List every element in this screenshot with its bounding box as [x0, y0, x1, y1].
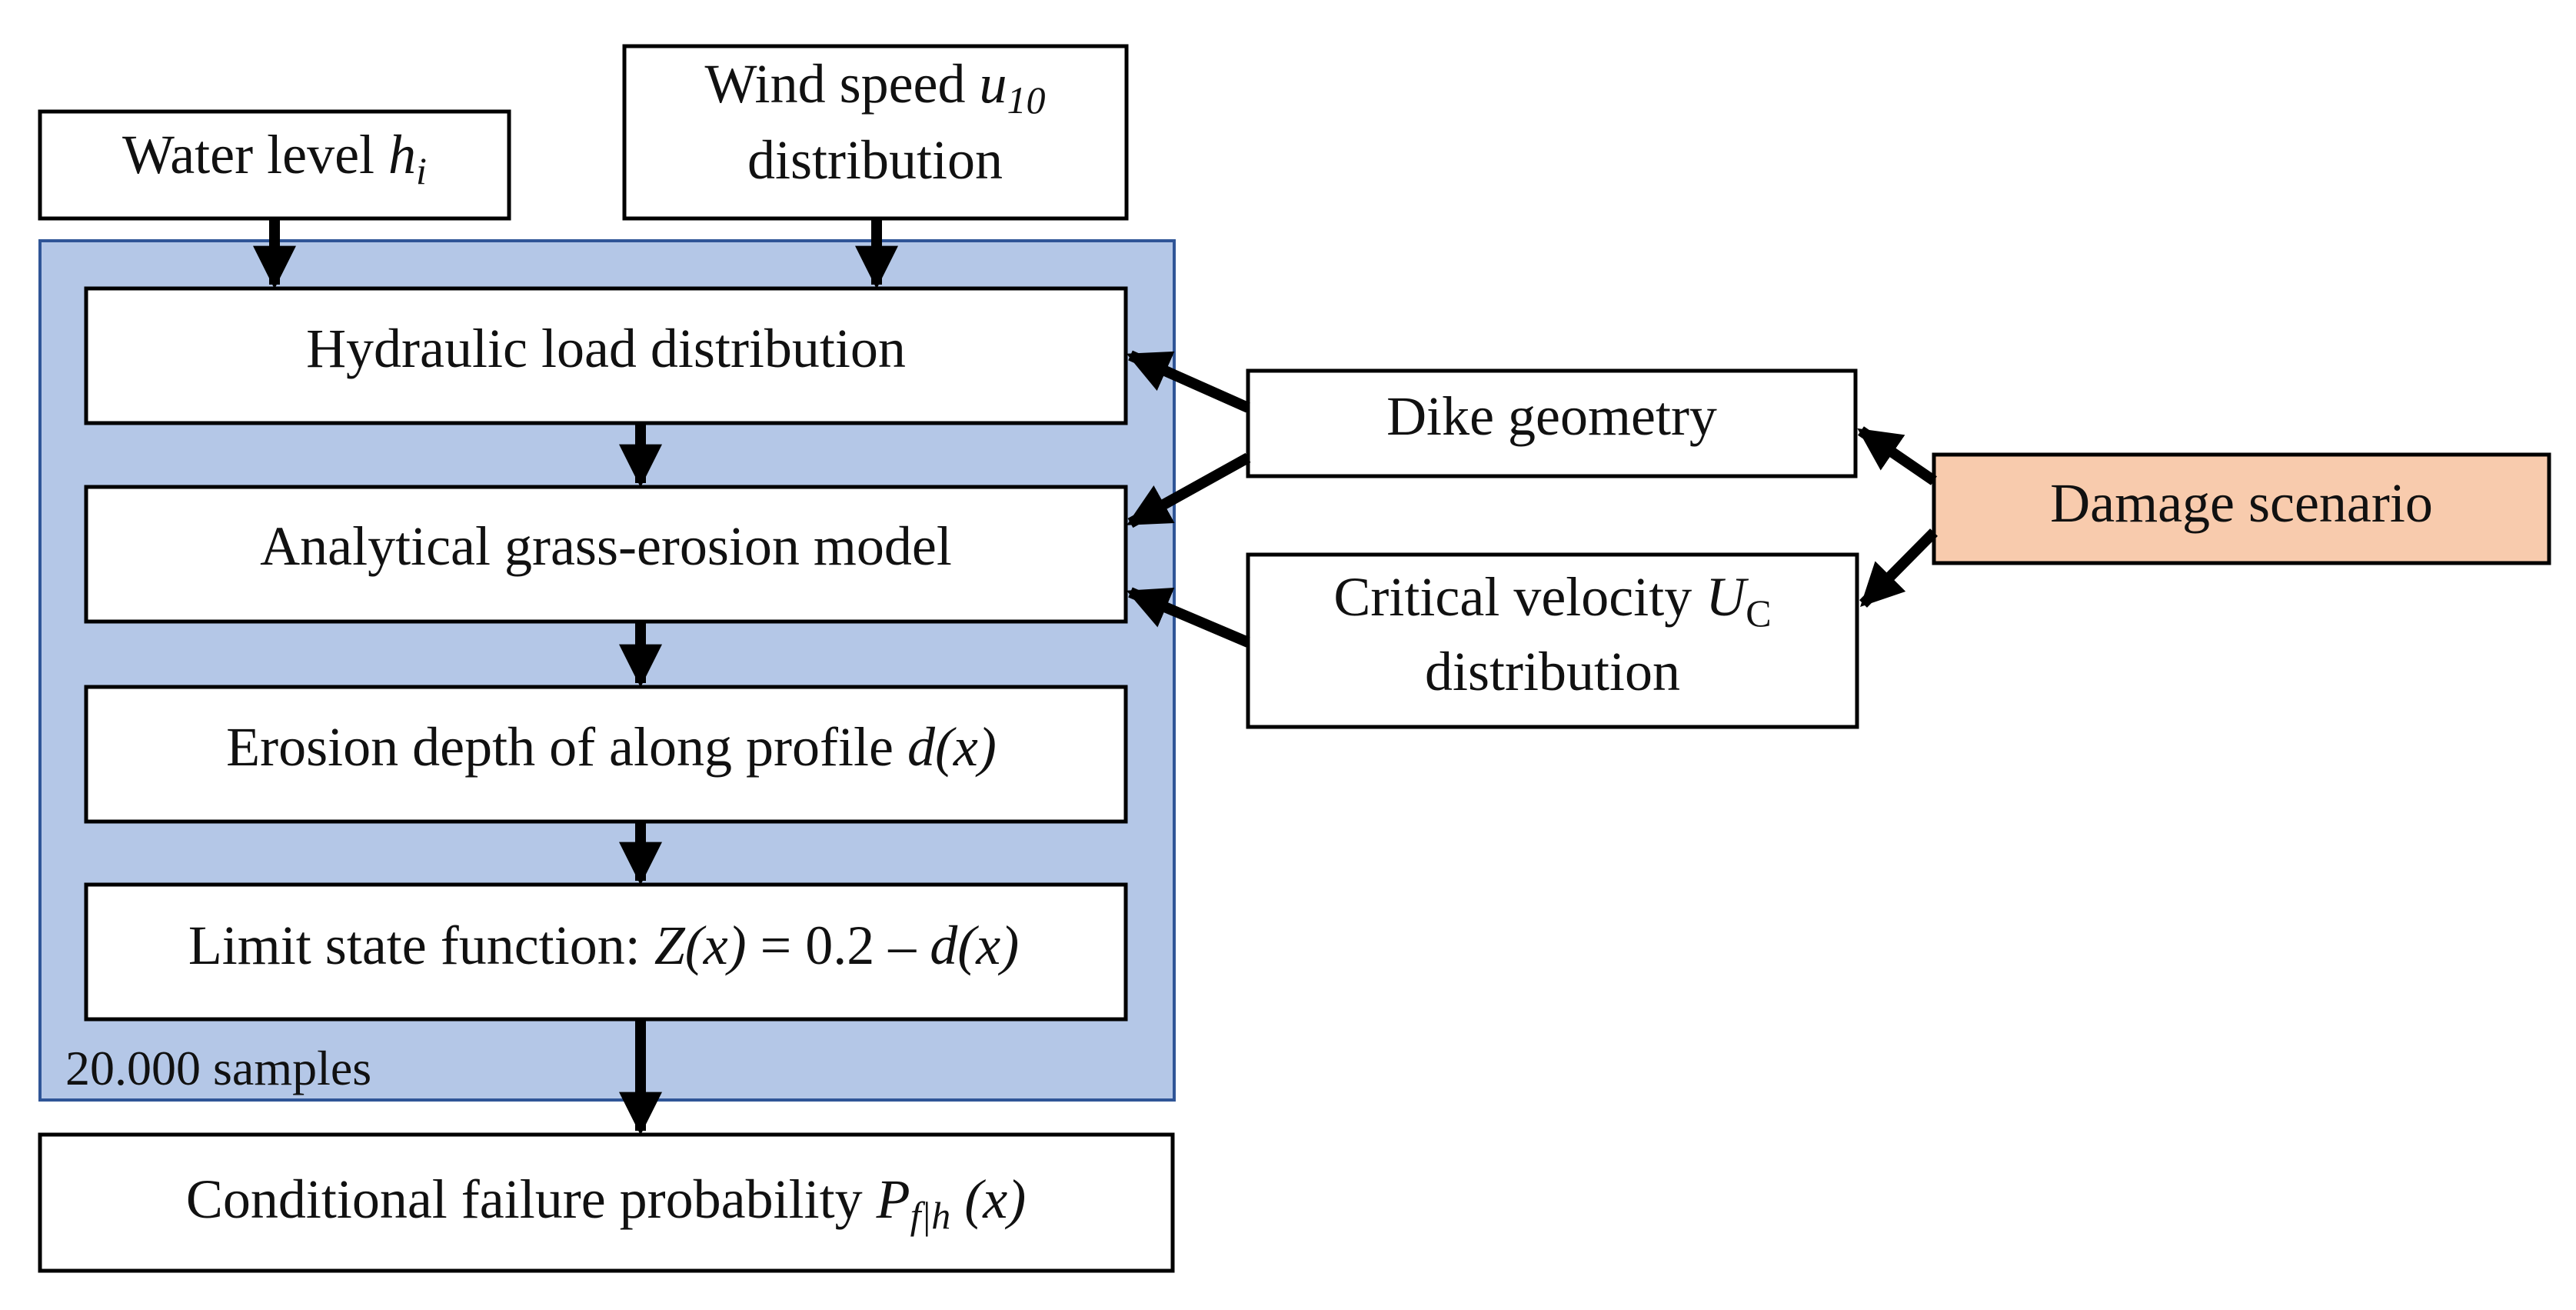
water-level-subscript: i	[416, 149, 427, 192]
failure-probability-symbol: P	[876, 1168, 910, 1230]
svg-text:Limit state function: Z(x) = 0: Limit state function: Z(x) = 0.2 – d(x)	[188, 915, 1019, 976]
critical-velocity-box: Critical velocity UC distribution	[1246, 552, 1859, 729]
water-level-symbol: h	[388, 124, 416, 185]
damage-scenario-box: Damage scenario	[1932, 452, 2551, 565]
svg-text:Critical velocity UC: Critical velocity UC	[1333, 566, 1771, 635]
limit-state-eq: = 0.2 –	[747, 915, 930, 976]
wind-speed-box: Wind speed u10 distribution	[622, 44, 1129, 221]
hydraulic-load-label: Hydraulic load distribution	[306, 318, 906, 379]
dike-geometry-box: Dike geometry	[1246, 368, 1858, 478]
wind-speed-symbol: u	[980, 53, 1007, 115]
erosion-depth-math: d(x)	[907, 716, 997, 778]
erosion-depth-label: Erosion depth of along profile	[226, 716, 907, 778]
failure-probability-label: Conditional failure probability	[186, 1168, 877, 1230]
damage-scenario-label: Damage scenario	[2050, 472, 2433, 534]
arrow-damage-to-dike	[1857, 426, 1937, 485]
limit-state-rhs: d(x)	[930, 915, 1019, 976]
failure-probability-arg: (x)	[950, 1168, 1026, 1230]
critical-velocity-subscript: C	[1746, 592, 1771, 635]
svg-text:Wind speed u10: Wind speed u10	[704, 53, 1045, 122]
wind-speed-line2: distribution	[747, 129, 1003, 191]
svg-text:Conditional failure probabilit: Conditional failure probability Pf|h (x)	[186, 1168, 1026, 1237]
critical-velocity-symbol: U	[1706, 566, 1749, 628]
failure-probability-box: Conditional failure probability Pf|h (x)	[38, 1132, 1175, 1273]
erosion-model-box: Analytical grass-erosion model	[84, 485, 1128, 624]
water-level-label: Water level	[122, 124, 388, 185]
limit-state-box: Limit state function: Z(x) = 0.2 – d(x)	[84, 882, 1128, 1022]
svg-text:Water level hi: Water level hi	[122, 124, 427, 192]
critical-velocity-line2: distribution	[1425, 641, 1680, 702]
hydraulic-load-box: Hydraulic load distribution	[84, 286, 1128, 425]
svg-text:Erosion depth of along profile: Erosion depth of along profile d(x)	[226, 716, 997, 778]
dike-geometry-label: Dike geometry	[1386, 385, 1717, 447]
water-level-box: Water level hi	[38, 109, 511, 221]
failure-probability-subscript: f|h	[910, 1194, 951, 1237]
arrow-dike-to-hydraulic	[1126, 350, 1250, 413]
wind-speed-subscript: 10	[1007, 78, 1046, 122]
critical-velocity-label: Critical velocity	[1333, 566, 1706, 628]
wind-speed-label: Wind speed	[704, 53, 979, 115]
arrow-dike-to-model	[1127, 452, 1251, 528]
limit-state-lhs: Z(x)	[654, 915, 747, 976]
samples-label: 20.000 samples	[65, 1041, 371, 1095]
limit-state-label: Limit state function:	[188, 915, 654, 976]
erosion-model-label: Analytical grass-erosion model	[260, 515, 952, 577]
arrow-damage-to-critical	[1859, 528, 1938, 608]
arrow-critical-to-model	[1126, 587, 1250, 648]
erosion-depth-box: Erosion depth of along profile d(x)	[84, 685, 1128, 824]
